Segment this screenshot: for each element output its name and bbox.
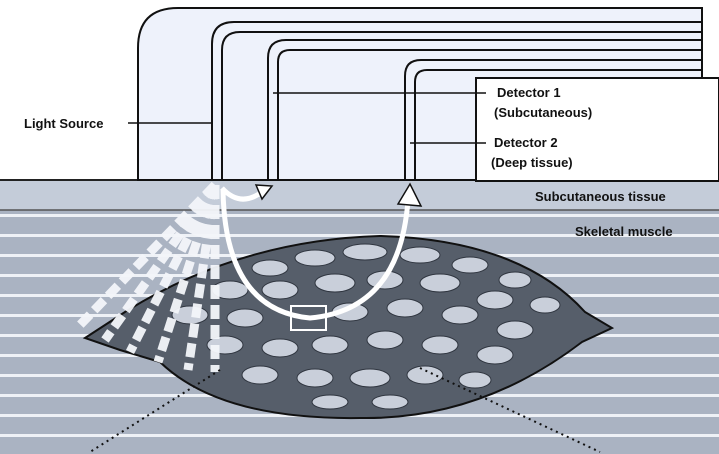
deep-photon-arrow [396, 182, 423, 207]
light-scatter-rays [76, 181, 220, 372]
subcutaneous-tissue-label: Subcutaneous tissue [535, 189, 666, 204]
skeletal-muscle-label: Skeletal muscle [575, 224, 673, 239]
detector2-subtitle: (Deep tissue) [491, 155, 573, 170]
detector1-fiber [267, 39, 702, 180]
light-source-label: Light Source [24, 116, 103, 131]
deep-photon-path [220, 189, 411, 321]
detector2-fiber [404, 59, 702, 180]
detector-label-box [475, 77, 719, 182]
light-source-fiber [211, 21, 702, 180]
zoom-leader-left [89, 369, 221, 453]
detector1-title: Detector 1 [497, 85, 561, 100]
detector1-subtitle: (Subcutaneous) [494, 105, 592, 120]
subcutaneous-photon-arrow [254, 184, 274, 201]
subcutaneous-layer [0, 180, 719, 210]
muscle-fascicle [82, 234, 615, 420]
detector2-title: Detector 2 [494, 135, 558, 150]
